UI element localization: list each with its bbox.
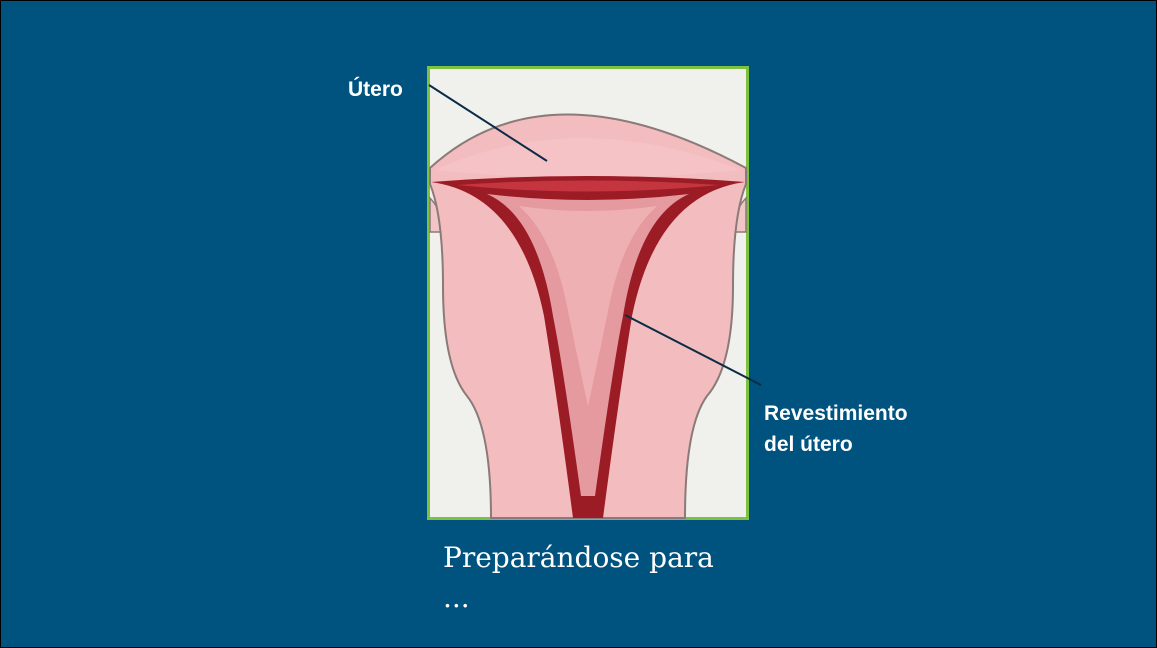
label-uterine-lining: Revestimiento del útero xyxy=(764,398,908,460)
label-lining-line1: Revestimiento xyxy=(764,398,908,429)
caption-line1: Preparándose para xyxy=(443,538,714,578)
label-uterus: Útero xyxy=(348,74,403,105)
label-lining-line2: del útero xyxy=(764,429,908,460)
caption-line2: ... xyxy=(443,578,714,618)
uterus-illustration xyxy=(427,66,749,520)
slide-caption: Preparándose para ... xyxy=(443,538,714,618)
uterus-drawing xyxy=(427,66,749,520)
